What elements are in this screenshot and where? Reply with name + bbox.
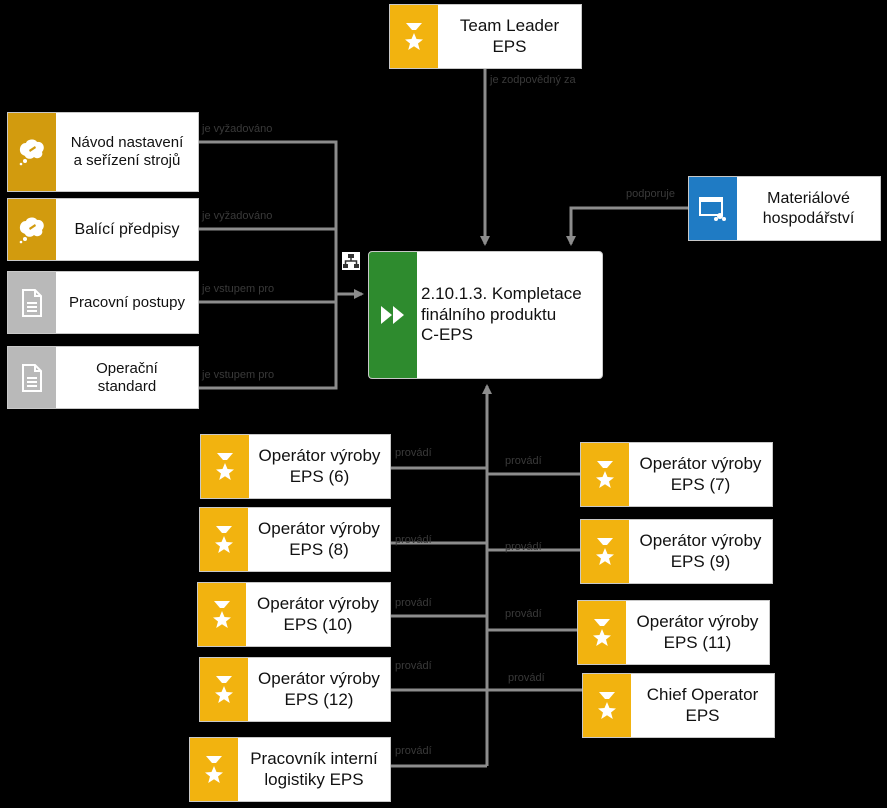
- edge-label-logistika: provádí: [395, 745, 432, 757]
- edge-label-op10: provádí: [395, 597, 432, 609]
- role-star-icon: [596, 537, 614, 565]
- document-icon: [22, 288, 42, 317]
- knowledge-node-balici[interactable]: Balící předpisy: [7, 198, 199, 261]
- role-strip: [581, 520, 629, 583]
- document-strip: [8, 347, 56, 408]
- role-strip: [578, 601, 626, 664]
- process-node[interactable]: 2.10.1.3. Kompletace finálního produktu …: [368, 251, 603, 379]
- role-label: Chief Operator EPS: [646, 685, 759, 725]
- role-node-op12[interactable]: Operátor výroby EPS (12): [199, 657, 391, 722]
- knowledge-strip: [8, 113, 56, 191]
- role-label: Operátor výroby EPS (7): [639, 454, 762, 494]
- role-strip: [201, 435, 249, 498]
- role-strip: [200, 658, 248, 721]
- role-label: Operátor výroby EPS (11): [636, 612, 759, 652]
- document-strip: [8, 272, 56, 333]
- process-strip: [369, 252, 417, 378]
- knowledge-bubble-icon: [19, 216, 44, 243]
- document-icon: [22, 363, 42, 392]
- edge-label-standard: je vstupem pro: [202, 369, 275, 381]
- role-star-icon: [213, 600, 231, 628]
- role-label: Operátor výroby EPS (8): [258, 519, 380, 559]
- document-node-postupy[interactable]: Pracovní postupy: [7, 271, 199, 334]
- system-node-materialove[interactable]: Materiálové hospodářství: [688, 176, 881, 241]
- edge-label-op7: provádí: [505, 455, 542, 467]
- edge-label-system: podporuje: [626, 188, 675, 200]
- role-label: Operátor výroby EPS (9): [639, 531, 762, 571]
- role-strip: [583, 674, 631, 737]
- role-star-icon: [405, 22, 423, 50]
- role-node-op8[interactable]: Operátor výroby EPS (8): [199, 507, 391, 572]
- edge-label-balici: je vyžadováno: [202, 210, 273, 222]
- role-node-op7[interactable]: Operátor výroby EPS (7): [580, 442, 773, 507]
- knowledge-bubble-icon: [19, 139, 44, 166]
- role-node-op10[interactable]: Operátor výroby EPS (10): [197, 582, 391, 647]
- document-label: Pracovní postupy: [69, 293, 185, 311]
- edge-label-op6: provádí: [395, 447, 432, 459]
- role-node-op11[interactable]: Operátor výroby EPS (11): [577, 600, 770, 665]
- role-label: Operátor výroby EPS (6): [258, 446, 381, 486]
- edge-label-postupy: je vstupem pro: [202, 283, 275, 295]
- role-strip: [190, 738, 238, 801]
- edge-label-chief: provádí: [508, 672, 545, 684]
- role-star-icon: [215, 675, 233, 703]
- role-star-icon: [593, 618, 611, 646]
- role-star-icon: [205, 755, 223, 783]
- document-label: Operační standard: [96, 359, 158, 395]
- role-strip: [198, 583, 246, 646]
- fast-forward-icon: [381, 306, 404, 324]
- role-strip: [581, 443, 629, 506]
- role-star-icon: [215, 525, 233, 553]
- role-node-op6[interactable]: Operátor výroby EPS (6): [200, 434, 391, 499]
- document-node-standard[interactable]: Operační standard: [7, 346, 199, 409]
- hierarchy-icon[interactable]: [342, 252, 360, 270]
- edge-label-op12: provádí: [395, 660, 432, 672]
- role-node-op9[interactable]: Operátor výroby EPS (9): [580, 519, 773, 584]
- role-label: Pracovník interní logistiky EPS: [250, 749, 378, 789]
- knowledge-node-navod[interactable]: Návod nastavení a seřízení strojů: [7, 112, 199, 192]
- edge-label-op11: provádí: [505, 608, 542, 620]
- edge-label-op9: provádí: [505, 541, 542, 553]
- knowledge-label: Návod nastavení a seřízení strojů: [70, 134, 184, 169]
- knowledge-label: Balící předpisy: [74, 220, 180, 238]
- role-node-team-leader[interactable]: Team Leader EPS: [389, 4, 582, 69]
- role-star-icon: [596, 460, 614, 488]
- edge-label-top-role: je zodpovědný za: [490, 74, 576, 86]
- process-label: 2.10.1.3. Kompletace finálního produktu …: [421, 284, 582, 345]
- knowledge-strip: [8, 199, 56, 260]
- role-strip: [390, 5, 438, 68]
- role-star-icon: [216, 452, 234, 480]
- role-node-logistika[interactable]: Pracovník interní logistiky EPS: [189, 737, 391, 802]
- role-star-icon: [598, 691, 616, 719]
- system-strip: [689, 177, 737, 240]
- edge-label-navod: je vyžadováno: [202, 123, 273, 135]
- role-label: Operátor výroby EPS (10): [257, 594, 379, 634]
- application-window-icon: [699, 196, 726, 221]
- role-node-chief[interactable]: Chief Operator EPS: [582, 673, 775, 738]
- role-label: Team Leader EPS: [459, 16, 560, 56]
- role-strip: [200, 508, 248, 571]
- system-label: Materiálové hospodářství: [762, 190, 855, 227]
- role-label: Operátor výroby EPS (12): [258, 669, 380, 709]
- edge-label-op8: provádí: [395, 534, 432, 546]
